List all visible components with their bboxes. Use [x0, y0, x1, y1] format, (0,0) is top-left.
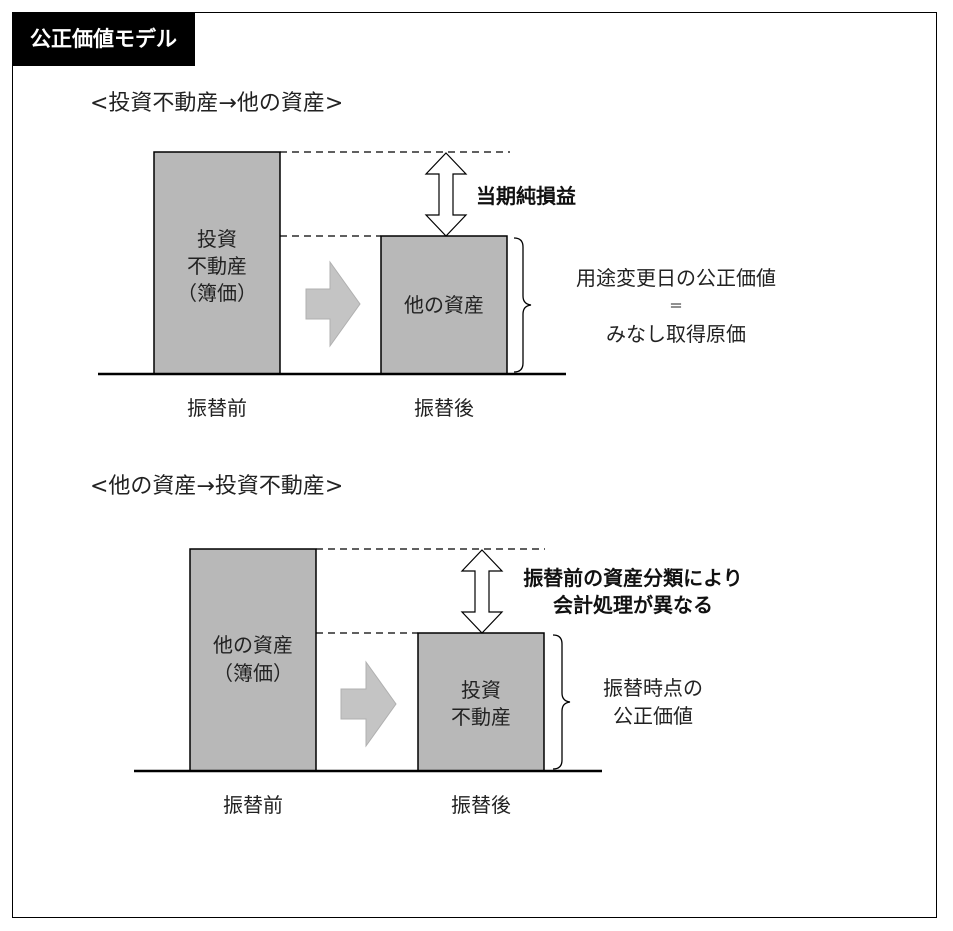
section1-heading: <投資不動産→他の資産> — [90, 91, 343, 116]
section2-after-box — [417, 632, 545, 772]
section2-delta-line-1: 振替前の資産分類により — [523, 566, 743, 590]
section2-after-caption: 振替後 — [451, 793, 511, 817]
section1-after-box-label: 他の資産 — [404, 293, 484, 317]
section2-before-box-line-1: 他の資産 — [213, 633, 293, 657]
section2-before-box — [189, 548, 317, 772]
transfer-arrow-icon — [305, 260, 361, 348]
double-arrow-icon — [460, 549, 504, 634]
section1-after-caption: 振替後 — [414, 396, 474, 420]
section1-before-box — [153, 151, 281, 375]
section1-before-box-line-3: （簿価） — [177, 281, 257, 305]
section2-right-line-2: 公正価値 — [613, 704, 693, 728]
section2-after-box-line-2: 不動産 — [451, 705, 511, 729]
page-title: 公正価値モデル — [12, 12, 195, 66]
section2-after-box-line-1: 投資 — [461, 678, 501, 702]
section1-before-caption: 振替前 — [187, 396, 247, 420]
section1-right-line-3: みなし取得原価 — [606, 322, 746, 346]
section1-brace-icon — [513, 237, 532, 373]
double-arrow-icon — [424, 152, 468, 237]
diagram-frame — [12, 12, 937, 918]
section2-before-box-line-2: （簿価） — [213, 661, 293, 685]
section1-delta-label: 当期純損益 — [476, 184, 576, 208]
section1-after-box — [380, 235, 508, 375]
section1-right-line-1: 用途変更日の公正価値 — [576, 266, 776, 290]
section2-right-line-1: 振替時点の — [603, 676, 703, 700]
section1-before-box-line-2: 不動産 — [187, 254, 247, 278]
section2-before-caption: 振替前 — [223, 793, 283, 817]
transfer-arrow-icon — [340, 660, 397, 748]
section1-right-line-2: ＝ — [669, 299, 683, 315]
section1-before-box-line-1: 投資 — [197, 227, 237, 251]
section2-brace-icon — [552, 634, 571, 770]
section2-delta-line-2: 会計処理が異なる — [553, 593, 713, 617]
section2-heading: <他の資産→投資不動産> — [90, 474, 343, 499]
